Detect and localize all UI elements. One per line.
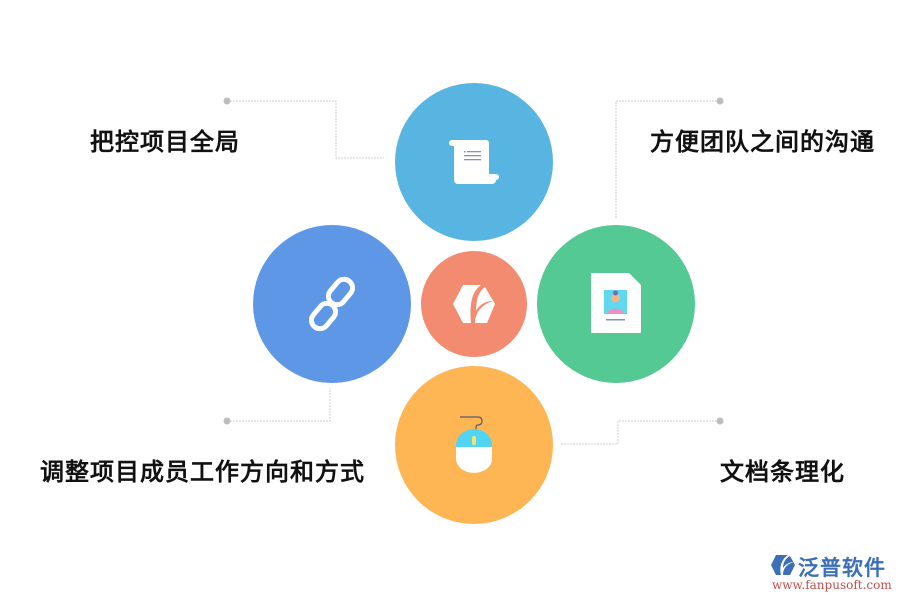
node-right-circle xyxy=(537,225,695,383)
scroll-document-icon xyxy=(449,140,499,184)
brand-hexagon-icon xyxy=(453,285,495,323)
node-left-circle xyxy=(253,225,411,383)
connector-bottom-right xyxy=(560,417,724,445)
connector-top-left xyxy=(223,97,384,159)
computer-mouse-icon xyxy=(456,416,492,473)
connector-top-right xyxy=(615,97,724,218)
watermark-title: 泛普软件 xyxy=(798,556,886,580)
node-center-circle xyxy=(421,251,527,357)
label-top-right: 方便团队之间的沟通 xyxy=(650,128,875,156)
chain-link-icon xyxy=(308,276,356,332)
id-card-document-icon xyxy=(591,273,641,333)
label-bottom-left: 调整项目成员工作方向和方式 xyxy=(40,458,365,486)
watermark-logo: 泛普软件 www.fanpusoft.com xyxy=(768,552,896,596)
fanpu-logo-icon xyxy=(771,555,795,575)
watermark-url: www.fanpusoft.com xyxy=(772,578,892,592)
connector-bottom-left xyxy=(223,388,331,425)
node-bottom-circle xyxy=(395,366,553,524)
label-top-left: 把控项目全局 xyxy=(90,128,240,156)
node-top-circle xyxy=(395,83,553,241)
label-bottom-right: 文档条理化 xyxy=(720,458,845,486)
